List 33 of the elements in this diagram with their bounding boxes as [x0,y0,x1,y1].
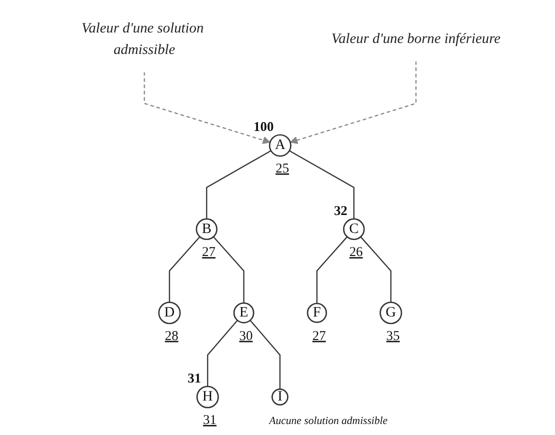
node-label: Aucune solution admissible [269,414,388,427]
node-circle: G [380,302,402,324]
node-circle: E [233,302,254,324]
node-label: 27 [202,244,216,260]
connector [360,236,392,302]
node-text: Valeur d'une borne inférieure [331,31,501,47]
node-circle: I [272,388,288,406]
connector [212,236,244,304]
node-label: 31 [203,412,217,427]
connector [250,320,281,390]
node-circle: B [196,218,218,240]
connector [289,150,354,219]
arrow [290,61,417,144]
node-circle: F [306,302,327,323]
node-label: 31 [188,370,202,386]
node-label: 27 [312,328,326,343]
node-circle: C [343,218,365,240]
node-label: 28 [164,328,178,343]
arrow [144,72,270,144]
connector [316,236,348,304]
node-label: 26 [349,244,363,260]
node-label: 30 [239,328,253,343]
node-label: 32 [334,202,348,218]
node-label: 25 [276,160,290,176]
node-circle: H [196,386,219,408]
connector [206,150,272,219]
node-circle: D [158,302,181,324]
node-text: Valeur d'une solution admissible [82,20,204,58]
node-label: 100 [253,119,274,134]
node-circle: A [268,134,292,157]
connector [168,236,200,302]
node-label: 35 [386,328,400,343]
connector [207,320,238,386]
